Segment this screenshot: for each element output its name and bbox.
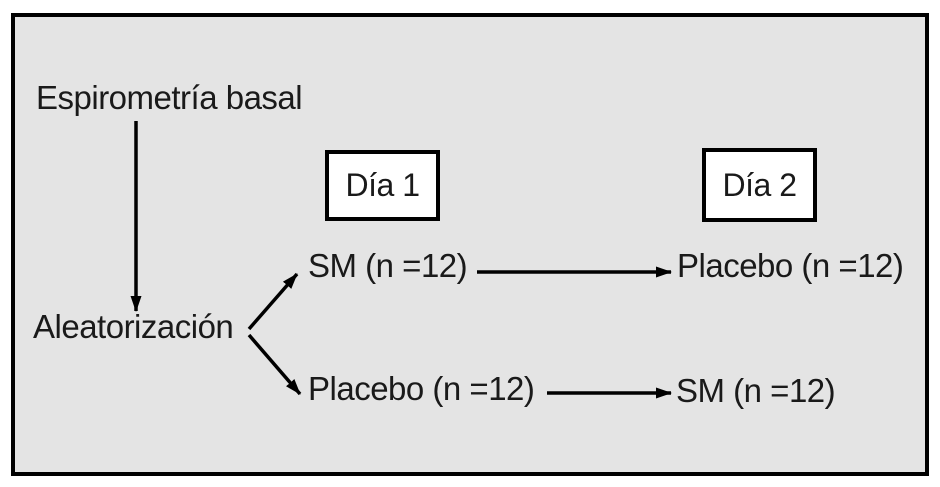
arm1-day2-placebo-label: Placebo (n =12) (677, 247, 904, 284)
baseline-spirometry-label: Espirometría basal (36, 79, 303, 116)
arm1-day1-sm-label: SM (n =12) (308, 247, 468, 284)
randomization-label: Aleatorización (33, 308, 234, 345)
day2-box: Día 2 (702, 148, 817, 222)
diagram-frame (11, 13, 929, 476)
day1-box: Día 1 (325, 150, 440, 221)
day1-box-label: Día 1 (345, 167, 420, 203)
arm2-day1-placebo-label: Placebo (n =12) (308, 370, 535, 407)
day2-box-label: Día 2 (722, 166, 797, 203)
arm2-day2-sm-label: SM (n =12) (676, 372, 836, 409)
